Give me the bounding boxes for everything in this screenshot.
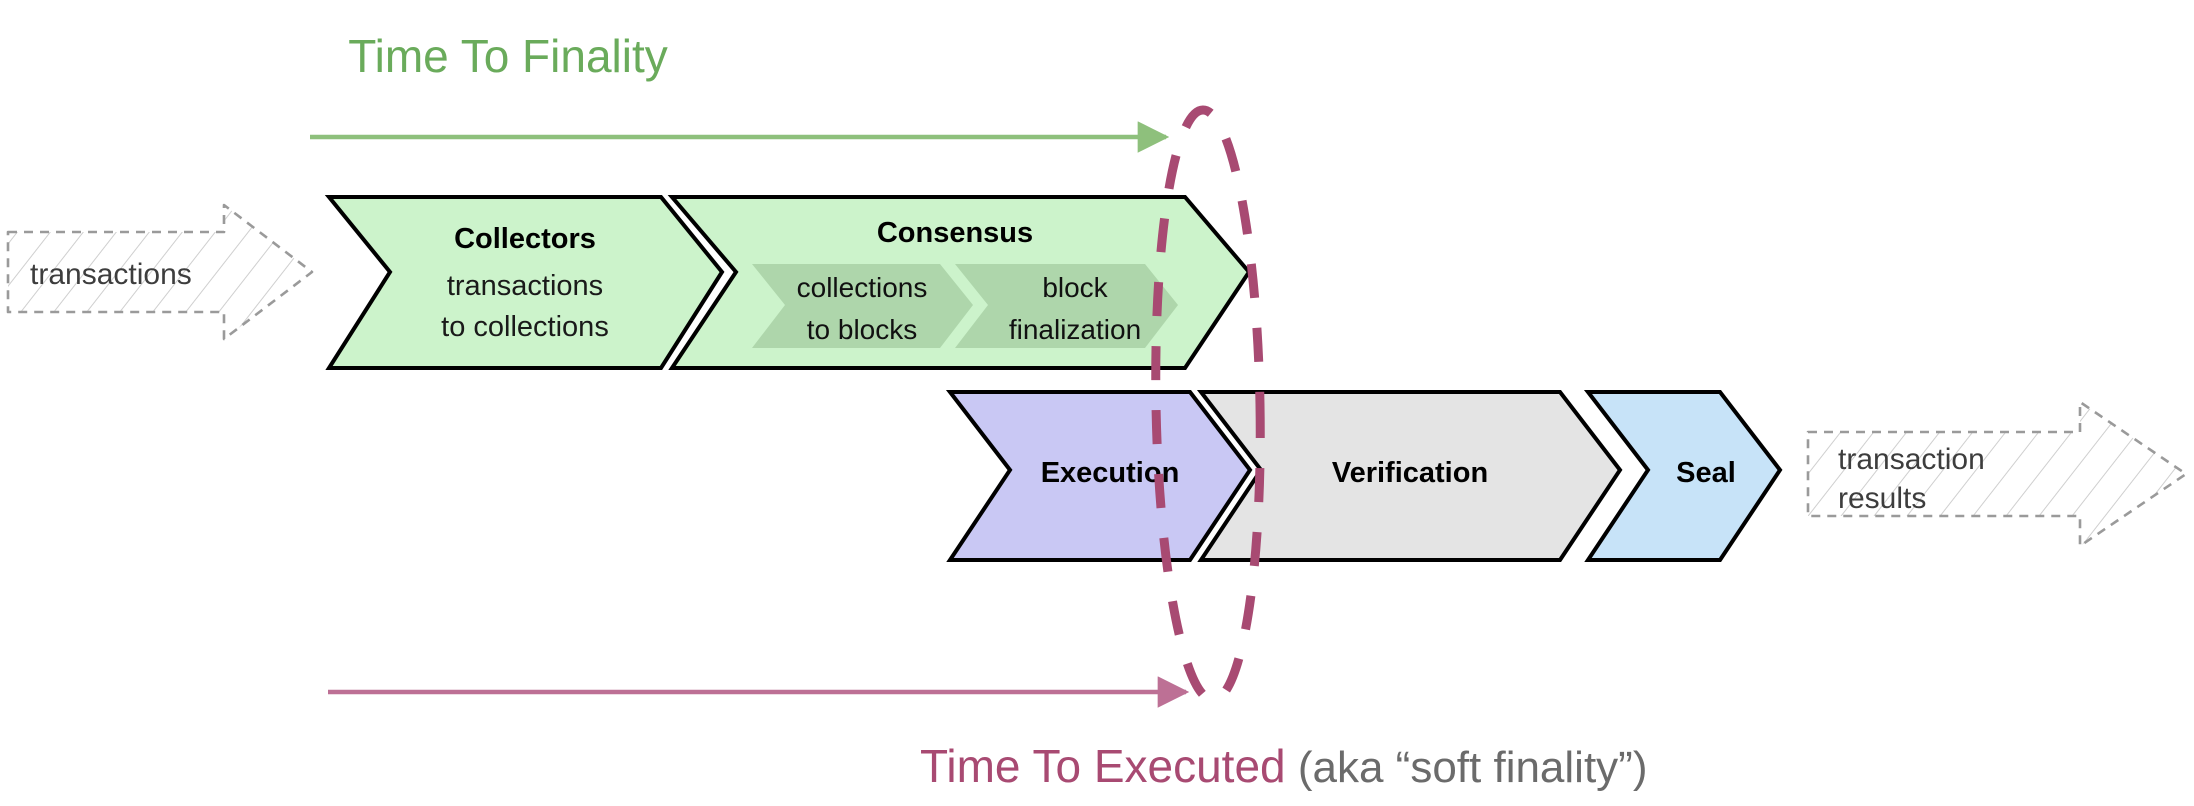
- stage-verification-title: Verification: [1332, 457, 1488, 489]
- stage-consensus[interactable]: Consensus collections to blocks block fi…: [667, 195, 1252, 370]
- time-to-finality-title: Time To Finality: [348, 30, 668, 82]
- finality-boundary-dashed-ellipse: [1151, 105, 1265, 705]
- substage-collections-to-blocks[interactable]: collections to blocks: [752, 264, 973, 348]
- ghost-arrow-transaction-results-output: transaction results: [1806, 400, 2188, 548]
- ghost-input-label: transactions: [30, 258, 192, 291]
- substage-collections-to-blocks-line-1: collections: [797, 272, 928, 303]
- stage-collectors-shape: [324, 195, 725, 370]
- stage-seal-shape: [1583, 390, 1783, 562]
- measure-time-to-finality: Time To Finality: [310, 30, 1170, 153]
- ghost-arrow-shape: [6, 203, 314, 341]
- substage-block-finalization-shape: [955, 264, 1178, 348]
- ghost-output-label-line-1: transaction: [1838, 443, 1985, 476]
- stage-consensus-title: Consensus: [877, 217, 1033, 249]
- substage-block-finalization[interactable]: block finalization: [955, 264, 1178, 348]
- stage-collectors-subline-2: to collections: [441, 311, 609, 343]
- stage-execution-shape: [945, 390, 1253, 562]
- finality-ellipse-shape: [1151, 105, 1265, 705]
- stage-seal[interactable]: Seal: [1583, 390, 1783, 562]
- ghost-arrow-shape: [1806, 400, 2188, 548]
- substage-collections-to-blocks-line-2: to blocks: [807, 314, 918, 345]
- stage-verification[interactable]: Verification: [1196, 390, 1623, 562]
- stage-collectors-subline-1: transactions: [447, 270, 603, 302]
- stage-collectors-title: Collectors: [454, 223, 596, 255]
- ghost-arrow-transactions-input: transactions: [6, 203, 314, 341]
- substage-collections-to-blocks-shape: [752, 264, 973, 348]
- substage-block-finalization-line-1: block: [1042, 272, 1108, 303]
- stage-collectors[interactable]: Collectors transactions to collections: [324, 195, 725, 370]
- time-to-executed-title: Time To Executed: [920, 740, 1286, 792]
- ghost-output-label-line-2: results: [1838, 482, 1926, 515]
- time-to-executed-suffix: (aka “soft finality”): [1286, 743, 1648, 792]
- time-to-executed-title-group: Time To Executed (aka “soft finality”): [920, 740, 1648, 792]
- measure-time-to-executed: Time To Executed (aka “soft finality”): [328, 676, 1648, 792]
- stage-seal-title: Seal: [1676, 457, 1736, 489]
- substage-block-finalization-line-2: finalization: [1009, 314, 1141, 345]
